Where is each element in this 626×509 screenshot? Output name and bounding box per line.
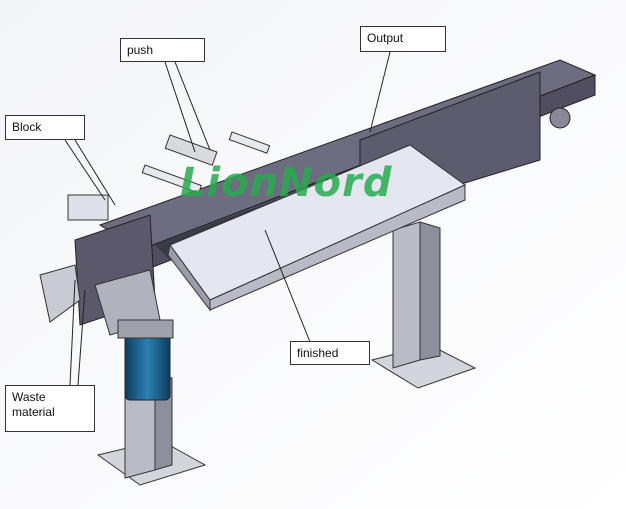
callout-waste-material: Waste material — [5, 385, 95, 432]
right-support-leg — [370, 221, 477, 389]
callout-block: Block — [5, 115, 85, 140]
leader-lines — [64, 51, 391, 386]
callout-output: Output — [360, 26, 446, 52]
waste-chute — [39, 264, 81, 323]
lionnord-watermark: LionNord — [180, 160, 393, 206]
push-cylinders — [67, 131, 271, 221]
callout-finished: finished — [290, 341, 370, 365]
motor — [94, 269, 174, 401]
callout-push: push — [120, 38, 205, 62]
finished-tray — [167, 144, 466, 312]
